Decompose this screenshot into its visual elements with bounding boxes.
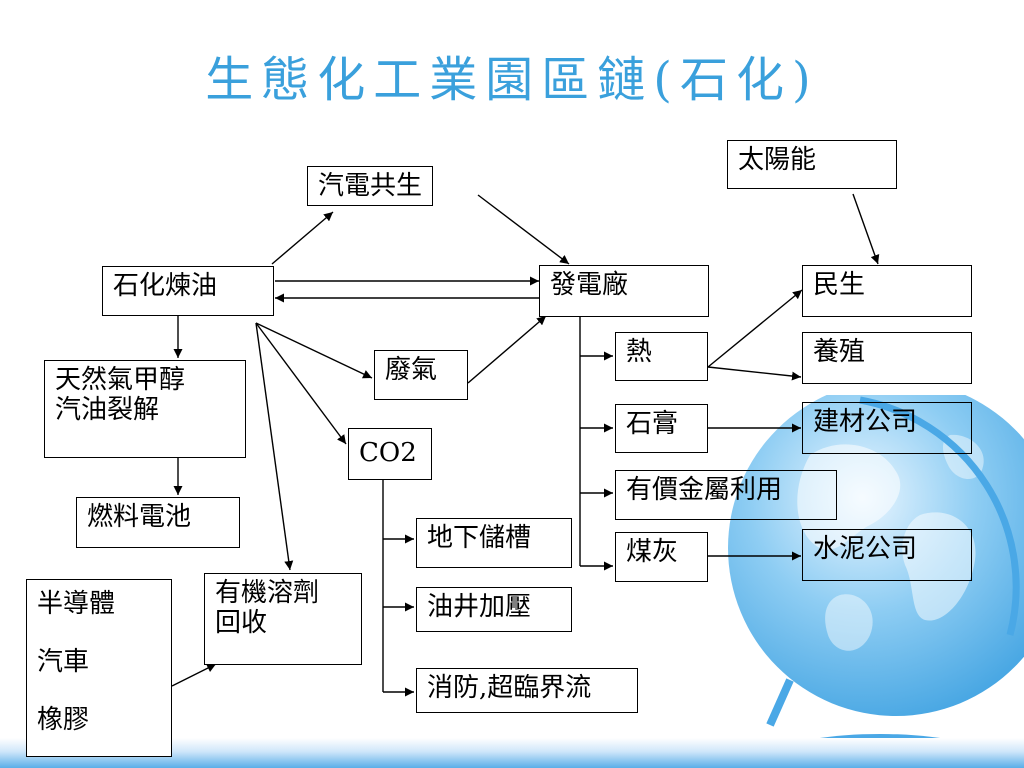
natural-gas-line-2: 汽油裂解 bbox=[55, 395, 160, 425]
node-fuel-cell: 燃料電池 bbox=[76, 497, 240, 548]
node-refinery: 石化煉油 bbox=[102, 266, 274, 316]
page-title: 生態化工業園區鏈(石化) bbox=[205, 52, 819, 108]
node-residential: 民生 bbox=[802, 265, 972, 317]
node-fire-supercritical: 消防,超臨界流 bbox=[416, 668, 638, 713]
industries-line-3: 橡膠 bbox=[37, 705, 90, 735]
solvent-line-1: 有機溶劑 bbox=[215, 578, 320, 608]
node-natural-gas: 天然氣甲醇 汽油裂解 bbox=[44, 360, 246, 458]
industries-line-2: 汽車 bbox=[37, 647, 90, 677]
node-cement-company: 水泥公司 bbox=[802, 529, 972, 581]
node-power-plant: 發電廠 bbox=[539, 265, 709, 317]
solvent-line-2: 回收 bbox=[215, 608, 268, 638]
node-solvent-recovery: 有機溶劑 回收 bbox=[204, 573, 362, 665]
node-gypsum: 石膏 bbox=[615, 404, 708, 453]
natural-gas-line-1: 天然氣甲醇 bbox=[55, 365, 186, 395]
node-co2: CO2 bbox=[348, 428, 432, 480]
node-cogeneration: 汽電共生 bbox=[307, 166, 434, 206]
node-fly-ash: 煤灰 bbox=[615, 532, 708, 582]
node-oil-well: 油井加壓 bbox=[416, 587, 572, 632]
node-industries: 半導體 汽車 橡膠 bbox=[26, 579, 172, 757]
node-solar: 太陽能 bbox=[727, 140, 897, 189]
node-aquaculture: 養殖 bbox=[802, 332, 972, 384]
node-heat: 熱 bbox=[615, 332, 708, 381]
node-waste-gas: 廢氣 bbox=[374, 350, 468, 400]
node-precious-metals: 有價金屬利用 bbox=[615, 470, 837, 520]
node-building-company: 建材公司 bbox=[802, 402, 972, 454]
industries-line-1: 半導體 bbox=[37, 589, 116, 619]
node-storage: 地下儲槽 bbox=[416, 518, 572, 568]
